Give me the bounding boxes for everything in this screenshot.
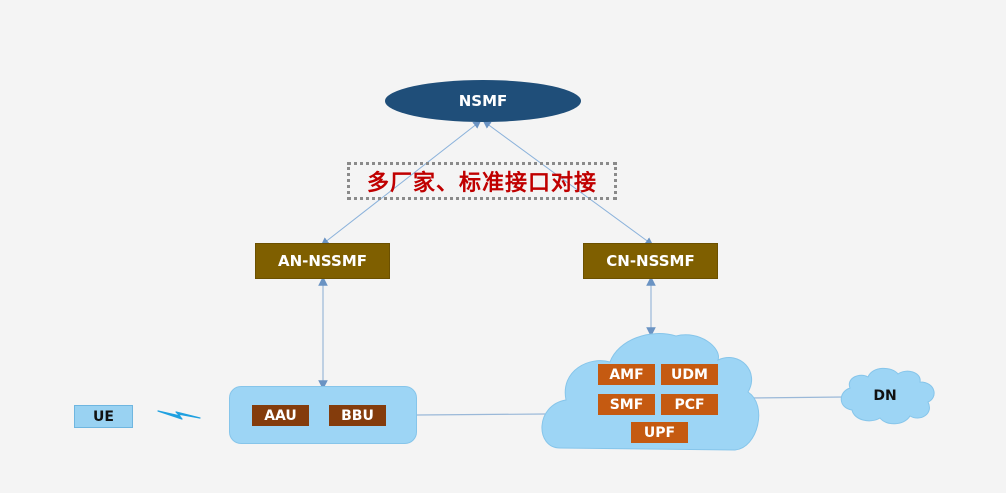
upf-label: UPF [643,424,676,441]
aau-label: AAU [264,407,297,424]
an-nssmf-label: AN-NSSMF [277,252,368,270]
ue-node: UE [74,405,133,428]
link-nsmf-an-nssmf [320,120,482,246]
dn-node: DN [855,386,915,406]
link-nsmf-cn-nssmf [482,120,654,246]
udm-label: UDM [671,366,708,383]
dn-label: DN [873,388,897,404]
nsmf-node: NSMF [385,80,581,122]
bbu-node: BBU [329,405,386,426]
aau-node: AAU [252,405,309,426]
ue-label: UE [93,408,114,425]
core-cloud [541,333,760,451]
annotation-text: 多厂家、标准接口对接 [366,171,597,196]
wireless-bolt-icon [157,410,201,420]
link-ran-core [416,413,546,416]
upf-node: UPF [631,422,688,443]
pcf-node: PCF [661,394,718,415]
dn-cloud [840,367,935,425]
smf-label: SMF [609,396,644,413]
cn-nssmf-node: CN-NSSMF [583,243,718,279]
smf-node: SMF [598,394,655,415]
udm-node: UDM [661,364,718,385]
amf-label: AMF [609,366,644,383]
nsmf-label: NSMF [458,92,508,110]
pcf-label: PCF [674,396,705,413]
an-nssmf-node: AN-NSSMF [255,243,390,279]
interface-annotation: 多厂家、标准接口对接 [347,162,617,200]
amf-node: AMF [598,364,655,385]
cn-nssmf-label: CN-NSSMF [606,252,695,270]
link-core-dn [747,396,845,399]
bbu-label: BBU [341,407,374,424]
